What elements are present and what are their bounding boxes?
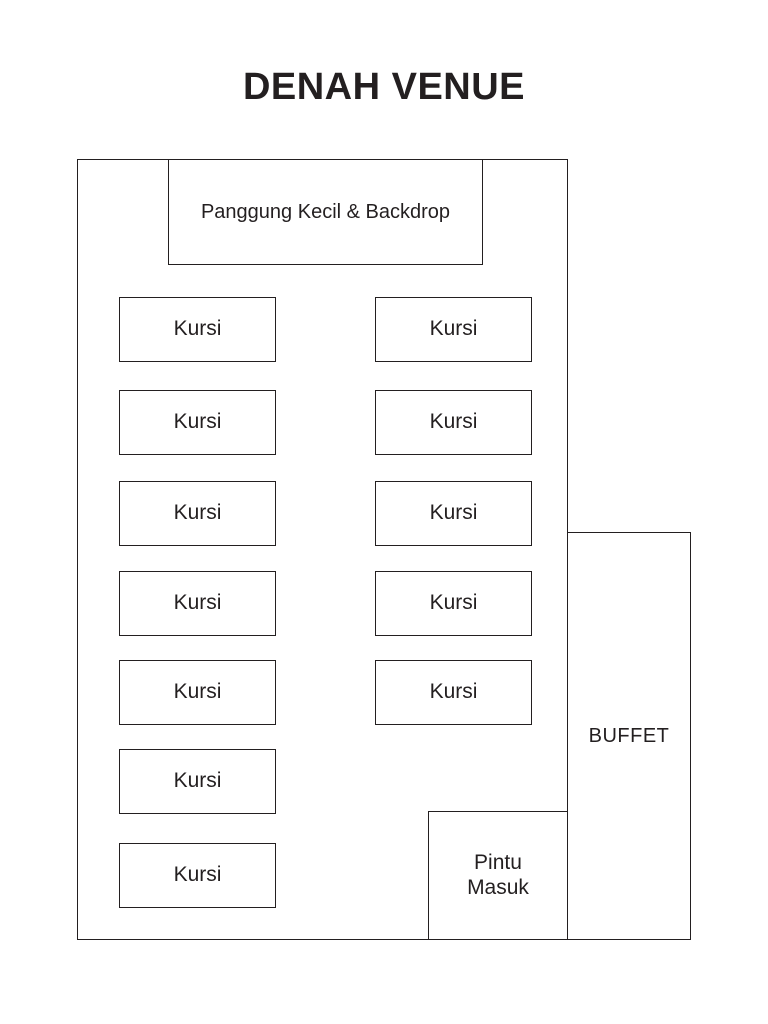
- entrance-door: Pintu Masuk: [428, 811, 568, 940]
- seat-left-4: Kursi: [119, 571, 276, 636]
- seat-label: Kursi: [173, 680, 222, 704]
- seat-label: Kursi: [173, 317, 222, 341]
- seat-label: Kursi: [429, 501, 478, 525]
- seat-label: Kursi: [429, 591, 478, 615]
- seat-left-3: Kursi: [119, 481, 276, 546]
- seat-label: Kursi: [173, 501, 222, 525]
- seat-label: Kursi: [429, 680, 478, 704]
- buffet-area: BUFFET: [567, 532, 691, 940]
- seat-left-2: Kursi: [119, 390, 276, 455]
- seat-left-1: Kursi: [119, 297, 276, 362]
- seat-label: Kursi: [429, 410, 478, 434]
- seat-right-1: Kursi: [375, 297, 532, 362]
- seat-label: Kursi: [173, 863, 222, 887]
- seat-label: Kursi: [429, 317, 478, 341]
- seat-right-2: Kursi: [375, 390, 532, 455]
- stage-area: Panggung Kecil & Backdrop: [168, 159, 483, 265]
- seat-right-5: Kursi: [375, 660, 532, 725]
- seat-label: Kursi: [173, 769, 222, 793]
- seat-right-3: Kursi: [375, 481, 532, 546]
- seat-label: Kursi: [173, 591, 222, 615]
- seat-right-4: Kursi: [375, 571, 532, 636]
- seat-left-6: Kursi: [119, 749, 276, 814]
- seat-left-5: Kursi: [119, 660, 276, 725]
- buffet-label: BUFFET: [588, 724, 670, 747]
- seat-left-7: Kursi: [119, 843, 276, 908]
- seat-label: Kursi: [173, 410, 222, 434]
- entrance-label: Pintu Masuk: [467, 851, 529, 899]
- page-title: DENAH VENUE: [242, 66, 526, 108]
- stage-label: Panggung Kecil & Backdrop: [200, 200, 451, 223]
